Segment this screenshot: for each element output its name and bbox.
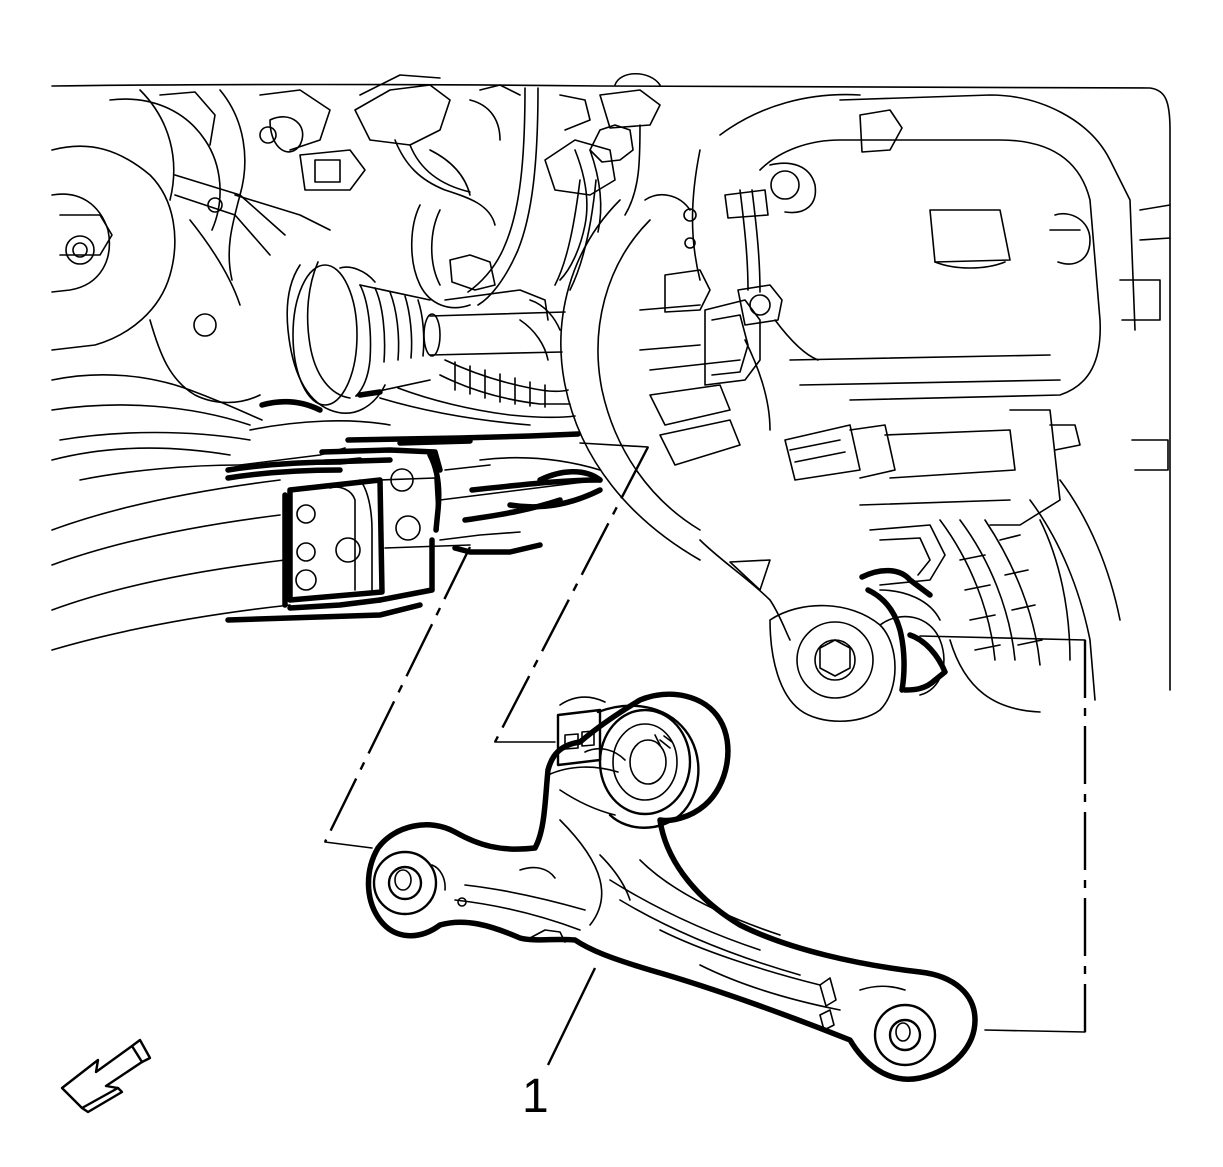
subframe — [51, 420, 601, 651]
brake-caliper — [759, 94, 1171, 471]
front-direction-arrow-icon — [60, 1038, 152, 1114]
brake-rotor — [939, 479, 1121, 713]
callout-1-label: 1 — [522, 1070, 549, 1123]
wheel-hub — [560, 93, 861, 561]
brake-line — [554, 124, 819, 361]
vehicle-background — [51, 72, 1171, 723]
drive-shaft — [286, 261, 576, 426]
callout-1: 1 — [522, 967, 597, 1123]
alignment-lines — [323, 442, 1087, 1033]
rear-bushing-mount-highlight — [859, 567, 948, 693]
lower-control-arm — [365, 691, 978, 1082]
tie-rod — [784, 409, 1081, 526]
front-bushing-bracket — [225, 389, 603, 623]
transmission-housing — [51, 89, 366, 461]
wiring-harness — [354, 72, 661, 321]
